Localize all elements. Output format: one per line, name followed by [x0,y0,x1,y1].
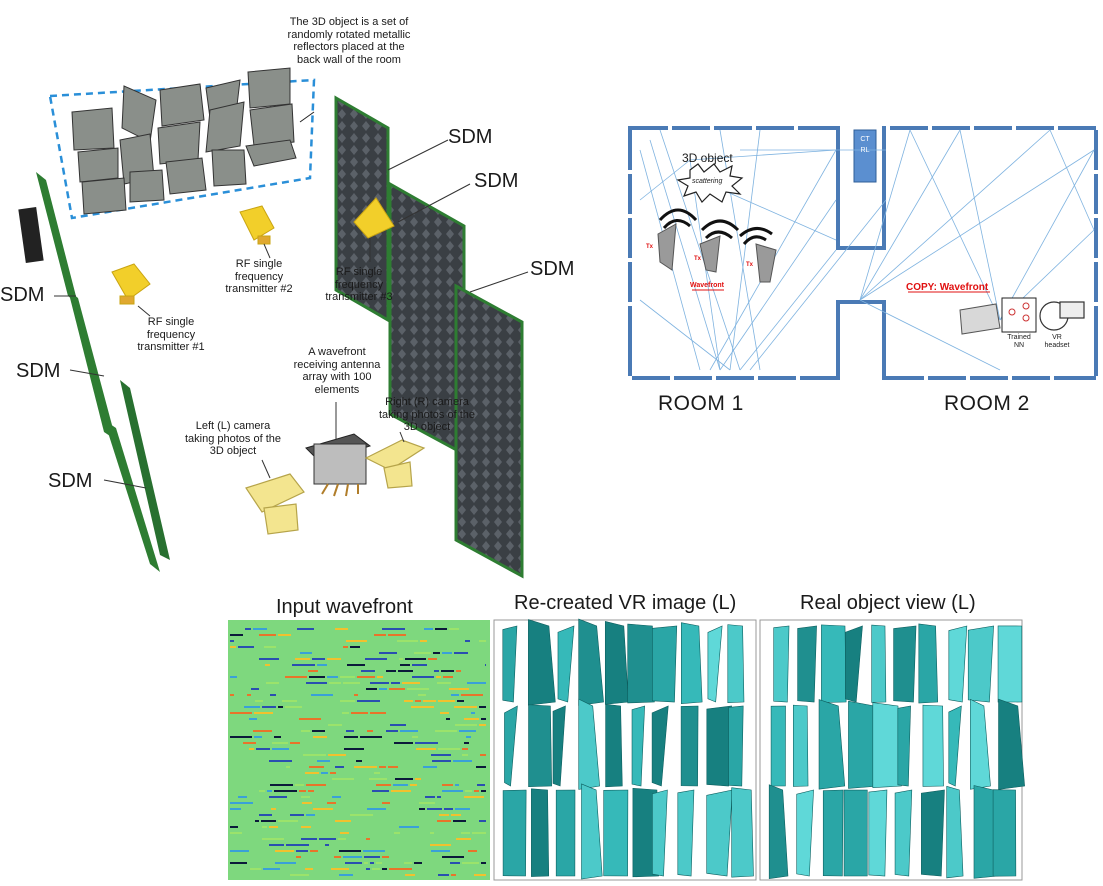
tx-label-2: Tx [694,256,702,262]
left-sdm-panels [18,172,170,572]
vr-headset-label: VR headset [1044,334,1070,350]
transmitter-3-label: RF single frequency transmitter #3 [325,266,393,304]
object-note: The 3D object is a set of randomly rotat… [287,16,411,66]
wave-arcs [658,208,773,246]
tx-label-3: Tx [746,262,754,268]
sdm-label-5: SDM [16,360,61,382]
reflector-box [48,67,316,220]
ctrl-label: CTRL [860,136,870,154]
wavefront-label: Wavefront [690,282,724,289]
transmitter-horns [111,197,395,305]
vr-headset-icon [1039,301,1085,331]
trained-nn-label: Trained NN [1007,334,1031,350]
scattering-label: scattering [692,178,723,185]
real-view-title: Real object view (L) [800,592,976,614]
receiver-server [959,303,1001,335]
left-camera-label: Left (L) camera taking photos of the 3D … [184,420,281,458]
scattering-burst [676,163,744,203]
room-3d-object-label: 3D object [682,151,733,165]
tx-label-1: Tx [646,244,654,250]
room1-label: ROOM 1 [658,392,744,415]
transmitter-2-label: RF single frequency transmitter #2 [225,258,293,296]
recreated-title: Re-created VR image (L) [514,592,737,614]
sdm-label-4: SDM [0,284,45,306]
sdm-label-1: SDM [448,126,493,148]
copy-wavefront-label: COPY: Wavefront [906,282,989,293]
tx-antennas [657,223,777,283]
receiver-array [305,433,372,497]
trained-nn-icon [1001,297,1037,333]
transmitter-1-label: RF single frequency transmitter #1 [137,316,205,354]
receiver-label: A wavefront receiving antenna array with… [293,346,381,396]
sdm-label-3: SDM [530,258,575,280]
room-walls [628,126,1098,380]
sdm-label-6: SDM [48,470,93,492]
right-camera-label: Right (R) camera taking photos of the 3D… [378,396,475,434]
input-wavefront-title: Input wavefront [276,596,413,618]
room2-label: ROOM 2 [944,392,1030,415]
cameras [245,439,426,535]
right-sdm-panels [334,95,524,579]
input-wavefront-heatmap [228,620,490,880]
sdm-label-2: SDM [474,170,519,192]
